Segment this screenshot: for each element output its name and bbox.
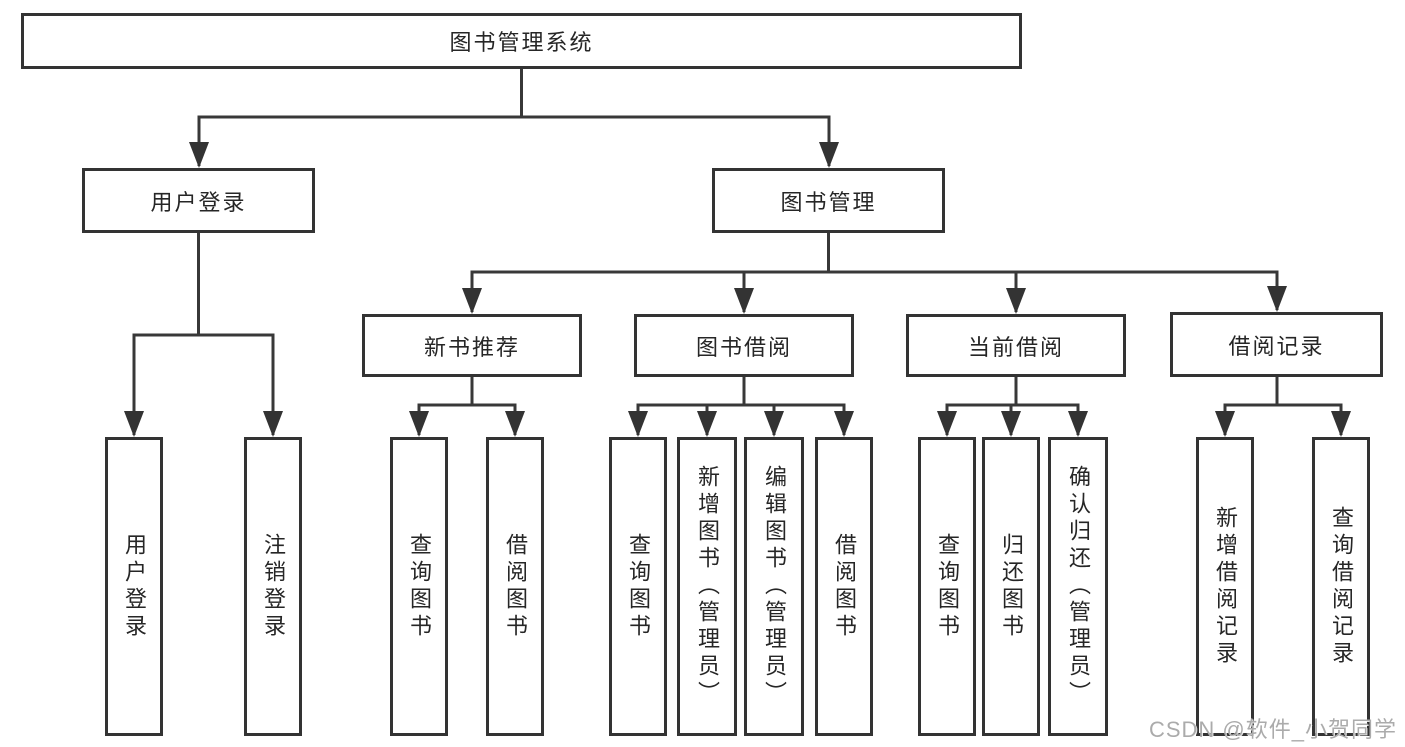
leaf-label: 注销登录 — [261, 532, 286, 641]
leaf-nb-borrow-books: 借阅图书 — [486, 437, 544, 736]
leaf-bb-add-books-admin: 新增图书（管理员） — [677, 437, 737, 736]
node-book-borrow: 图书借阅 — [634, 314, 854, 377]
leaf-label: 查询借阅记录 — [1329, 505, 1354, 668]
node-new-book-recommend: 新书推荐 — [362, 314, 582, 377]
leaf-br-query-record: 查询借阅记录 — [1312, 437, 1370, 736]
node-book-management: 图书管理 — [712, 168, 945, 233]
node-borrow-records: 借阅记录 — [1170, 312, 1383, 377]
leaf-logout: 注销登录 — [244, 437, 302, 736]
leaf-label: 借阅图书 — [503, 532, 528, 641]
leaf-bb-borrow-books: 借阅图书 — [815, 437, 873, 736]
node-user-login: 用户登录 — [82, 168, 315, 233]
leaf-label: 查询图书 — [407, 532, 432, 641]
leaf-label: 归还图书 — [999, 532, 1024, 641]
edge-shafts — [132, 69, 1343, 435]
leaf-cb-confirm-return-admin: 确认归还（管理员） — [1048, 437, 1108, 736]
leaf-label: 借阅图书 — [832, 532, 857, 641]
node-root-library-system: 图书管理系统 — [21, 13, 1022, 69]
leaf-cb-query-books: 查询图书 — [918, 437, 976, 736]
leaf-bb-query-books: 查询图书 — [609, 437, 667, 736]
leaf-bb-edit-books-admin: 编辑图书（管理员） — [744, 437, 804, 736]
leaf-label: 查询图书 — [626, 532, 651, 641]
leaf-label: 用户登录 — [122, 532, 147, 641]
node-current-borrow: 当前借阅 — [906, 314, 1126, 377]
leaf-user-login: 用户登录 — [105, 437, 163, 736]
leaf-label: 新增图书（管理员） — [695, 465, 720, 708]
leaf-br-add-record: 新增借阅记录 — [1196, 437, 1254, 736]
leaf-label: 编辑图书（管理员） — [762, 465, 787, 708]
leaf-cb-return-books: 归还图书 — [982, 437, 1040, 736]
arrowheads — [124, 142, 1351, 437]
csdn-watermark: CSDN @软件_小贺同学 — [1148, 717, 1397, 742]
leaf-nb-query-books: 查询图书 — [390, 437, 448, 736]
leaf-label: 确认归还（管理员） — [1066, 465, 1091, 708]
leaf-label: 新增借阅记录 — [1213, 505, 1238, 668]
leaf-label: 查询图书 — [935, 532, 960, 641]
